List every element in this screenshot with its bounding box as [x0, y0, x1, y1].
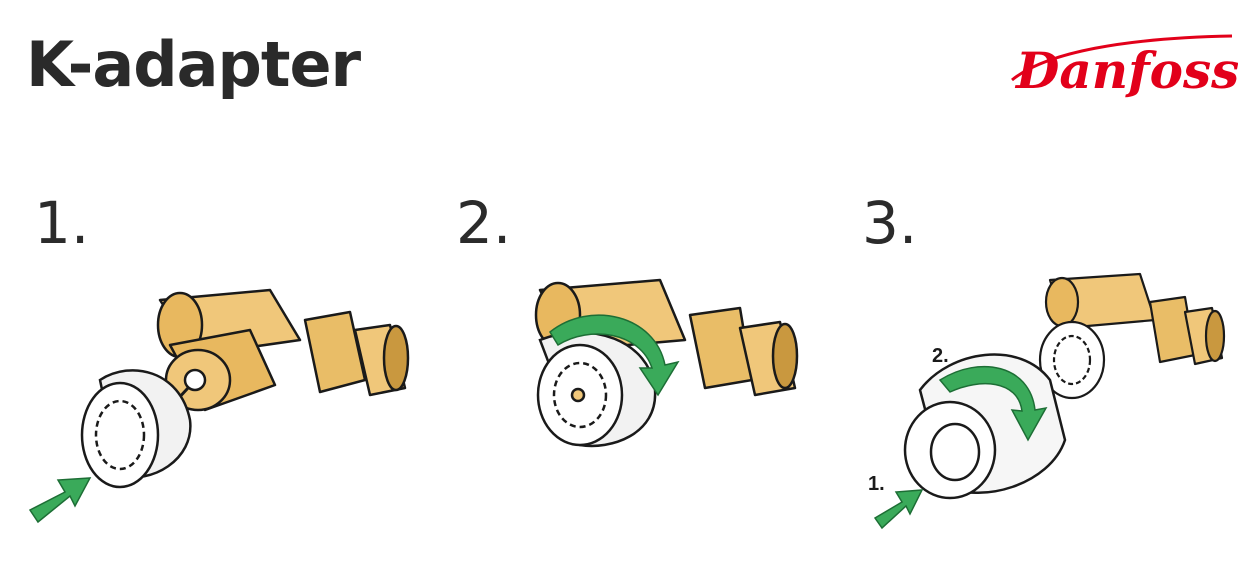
step-2-illustration [534, 278, 799, 448]
step-1-illustration [28, 288, 410, 524]
logo-text: Danfoss [1014, 41, 1238, 100]
step-3-illustration: 1. 2. [868, 272, 1226, 530]
sub-step-label-2: 2. [932, 345, 949, 367]
push-arrow [873, 489, 924, 530]
rotate-arrow [549, 314, 680, 397]
union-nut [303, 310, 367, 394]
danfoss-logo: Danfoss [1011, 34, 1238, 100]
step-3-number: 3. [862, 189, 918, 257]
union-nut [688, 306, 754, 390]
page-title: K-adapter [26, 28, 361, 101]
step-2-number: 2. [456, 189, 512, 257]
step-1-number: 1. [34, 189, 90, 257]
push-arrow [28, 477, 92, 524]
sub-step-label-1: 1. [868, 473, 885, 495]
rotate-arrow [938, 365, 1048, 442]
